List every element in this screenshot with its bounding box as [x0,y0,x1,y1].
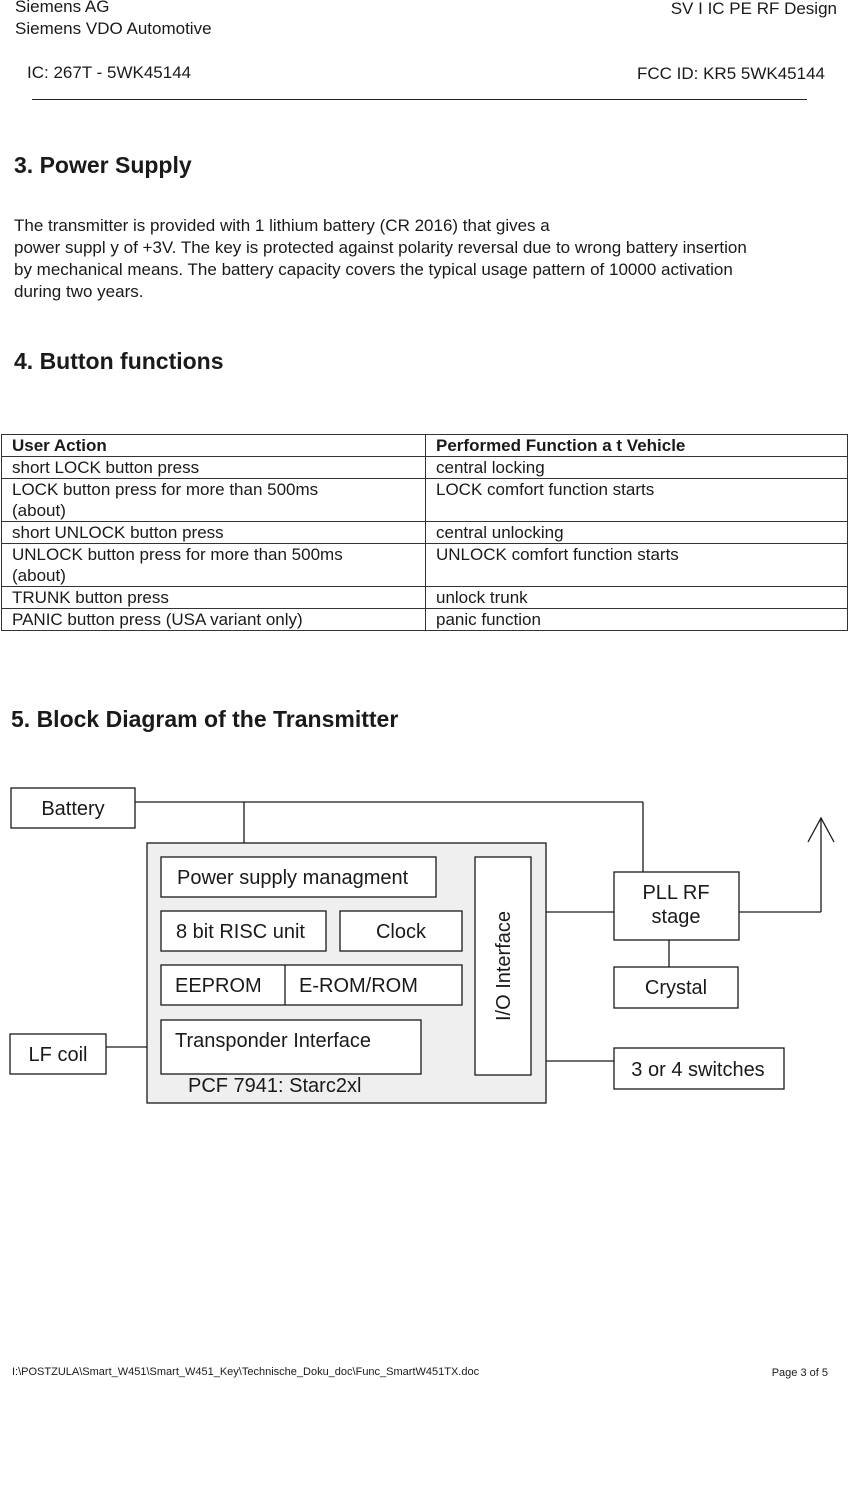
header-rule [32,99,807,100]
table-row: PANIC button press (USA variant only) pa… [1,608,848,631]
function-cell: panic function [425,608,848,631]
switches-label: 3 or 4 switches [631,1059,764,1081]
column-header-performed-function: Performed Function a t Vehicle [425,434,848,457]
department-name: SV I IC PE RF Design [670,0,837,18]
risc-unit-label: 8 bit RISC unit [176,921,305,943]
transponder-block [160,1019,422,1075]
function-cell: unlock trunk [425,586,848,609]
pll-rf-block [613,871,740,941]
section-5-title: 5. Block Diagram of the Transmitter [11,706,399,732]
paragraph-line: during two years. [14,282,144,301]
user-action-cell: short UNLOCK button press [1,521,426,544]
erom-label: E-ROM/ROM [299,975,418,997]
user-action-cell: PANIC button press (USA variant only) [1,608,426,631]
paragraph-line: power suppl y of +3V. The key is protect… [14,238,747,257]
function-cell: LOCK comfort function starts [425,478,848,522]
ic-number: IC: 267T - 5WK45144 [27,63,192,82]
user-action-cell: LOCK button press for more than 500ms(ab… [1,478,426,522]
button-functions-table: User Action Performed Function a t Vehic… [1,434,848,631]
lf-coil-label: LF coil [29,1044,88,1066]
column-header-user-action: User Action [1,434,426,457]
function-cell: UNLOCK comfort function starts [425,543,848,587]
company-name: Siemens AG [15,0,110,16]
function-cell: central locking [425,456,848,479]
eeprom-label: EEPROM [175,975,262,997]
paragraph-line: by mechanical means. The battery capacit… [14,260,733,279]
division-name: Siemens VDO Automotive [15,19,212,38]
pll-stage-label: stage [652,906,701,928]
table-row: UNLOCK button press for more than 500ms(… [1,543,848,587]
crystal-label: Crystal [645,977,707,999]
battery-block [10,787,136,829]
antenna-arrow [807,816,835,843]
risc-unit-block [160,910,327,952]
power-management-label: Power supply managment [177,867,409,889]
transponder-label: Transponder Interface [175,1030,371,1052]
block-diagram: Battery Power supply managment 8 bit RIS… [9,787,835,1104]
table-row: short LOCK button press central locking [1,456,848,479]
fcc-id: FCC ID: KR5 5WK45144 [636,64,825,83]
user-action-cell: short LOCK button press [1,456,426,479]
io-interface-label: I/O Interface [493,911,515,1021]
lf-coil-block [9,1033,107,1075]
crystal-block [613,966,739,1009]
table-header-row: User Action Performed Function a t Vehic… [1,434,848,457]
switches-block [613,1047,785,1090]
section-4-title: 4. Button functions [14,348,224,374]
user-action-cell: UNLOCK button press for more than 500ms(… [1,543,426,587]
user-action-cell: TRUNK button press [1,586,426,609]
memory-block [160,964,463,1006]
table-row: TRUNK button press unlock trunk [1,586,848,609]
power-management-block [160,856,437,898]
table-row: short UNLOCK button press central unlock… [1,521,848,544]
paragraph-line: The transmitter is provided with 1 lithi… [14,216,550,235]
clock-block [339,910,463,952]
function-cell: central unlocking [425,521,848,544]
pll-rf-label: PLL RF [642,882,709,904]
table-row: LOCK button press for more than 500ms(ab… [1,478,848,522]
power-supply-paragraph: The transmitter is provided with 1 lithi… [14,215,829,303]
section-3-title: 3. Power Supply [14,152,192,178]
page-number: Page 3 of 5 [771,1367,828,1379]
chip-name-label: PCF 7941: Starc2xl [188,1075,361,1097]
document-path: I:\POSTZULA\Smart_W451\Smart_W451_Key\Te… [12,1366,480,1378]
io-interface-block [474,856,532,1076]
battery-label: Battery [41,798,104,820]
clock-label: Clock [376,921,427,943]
